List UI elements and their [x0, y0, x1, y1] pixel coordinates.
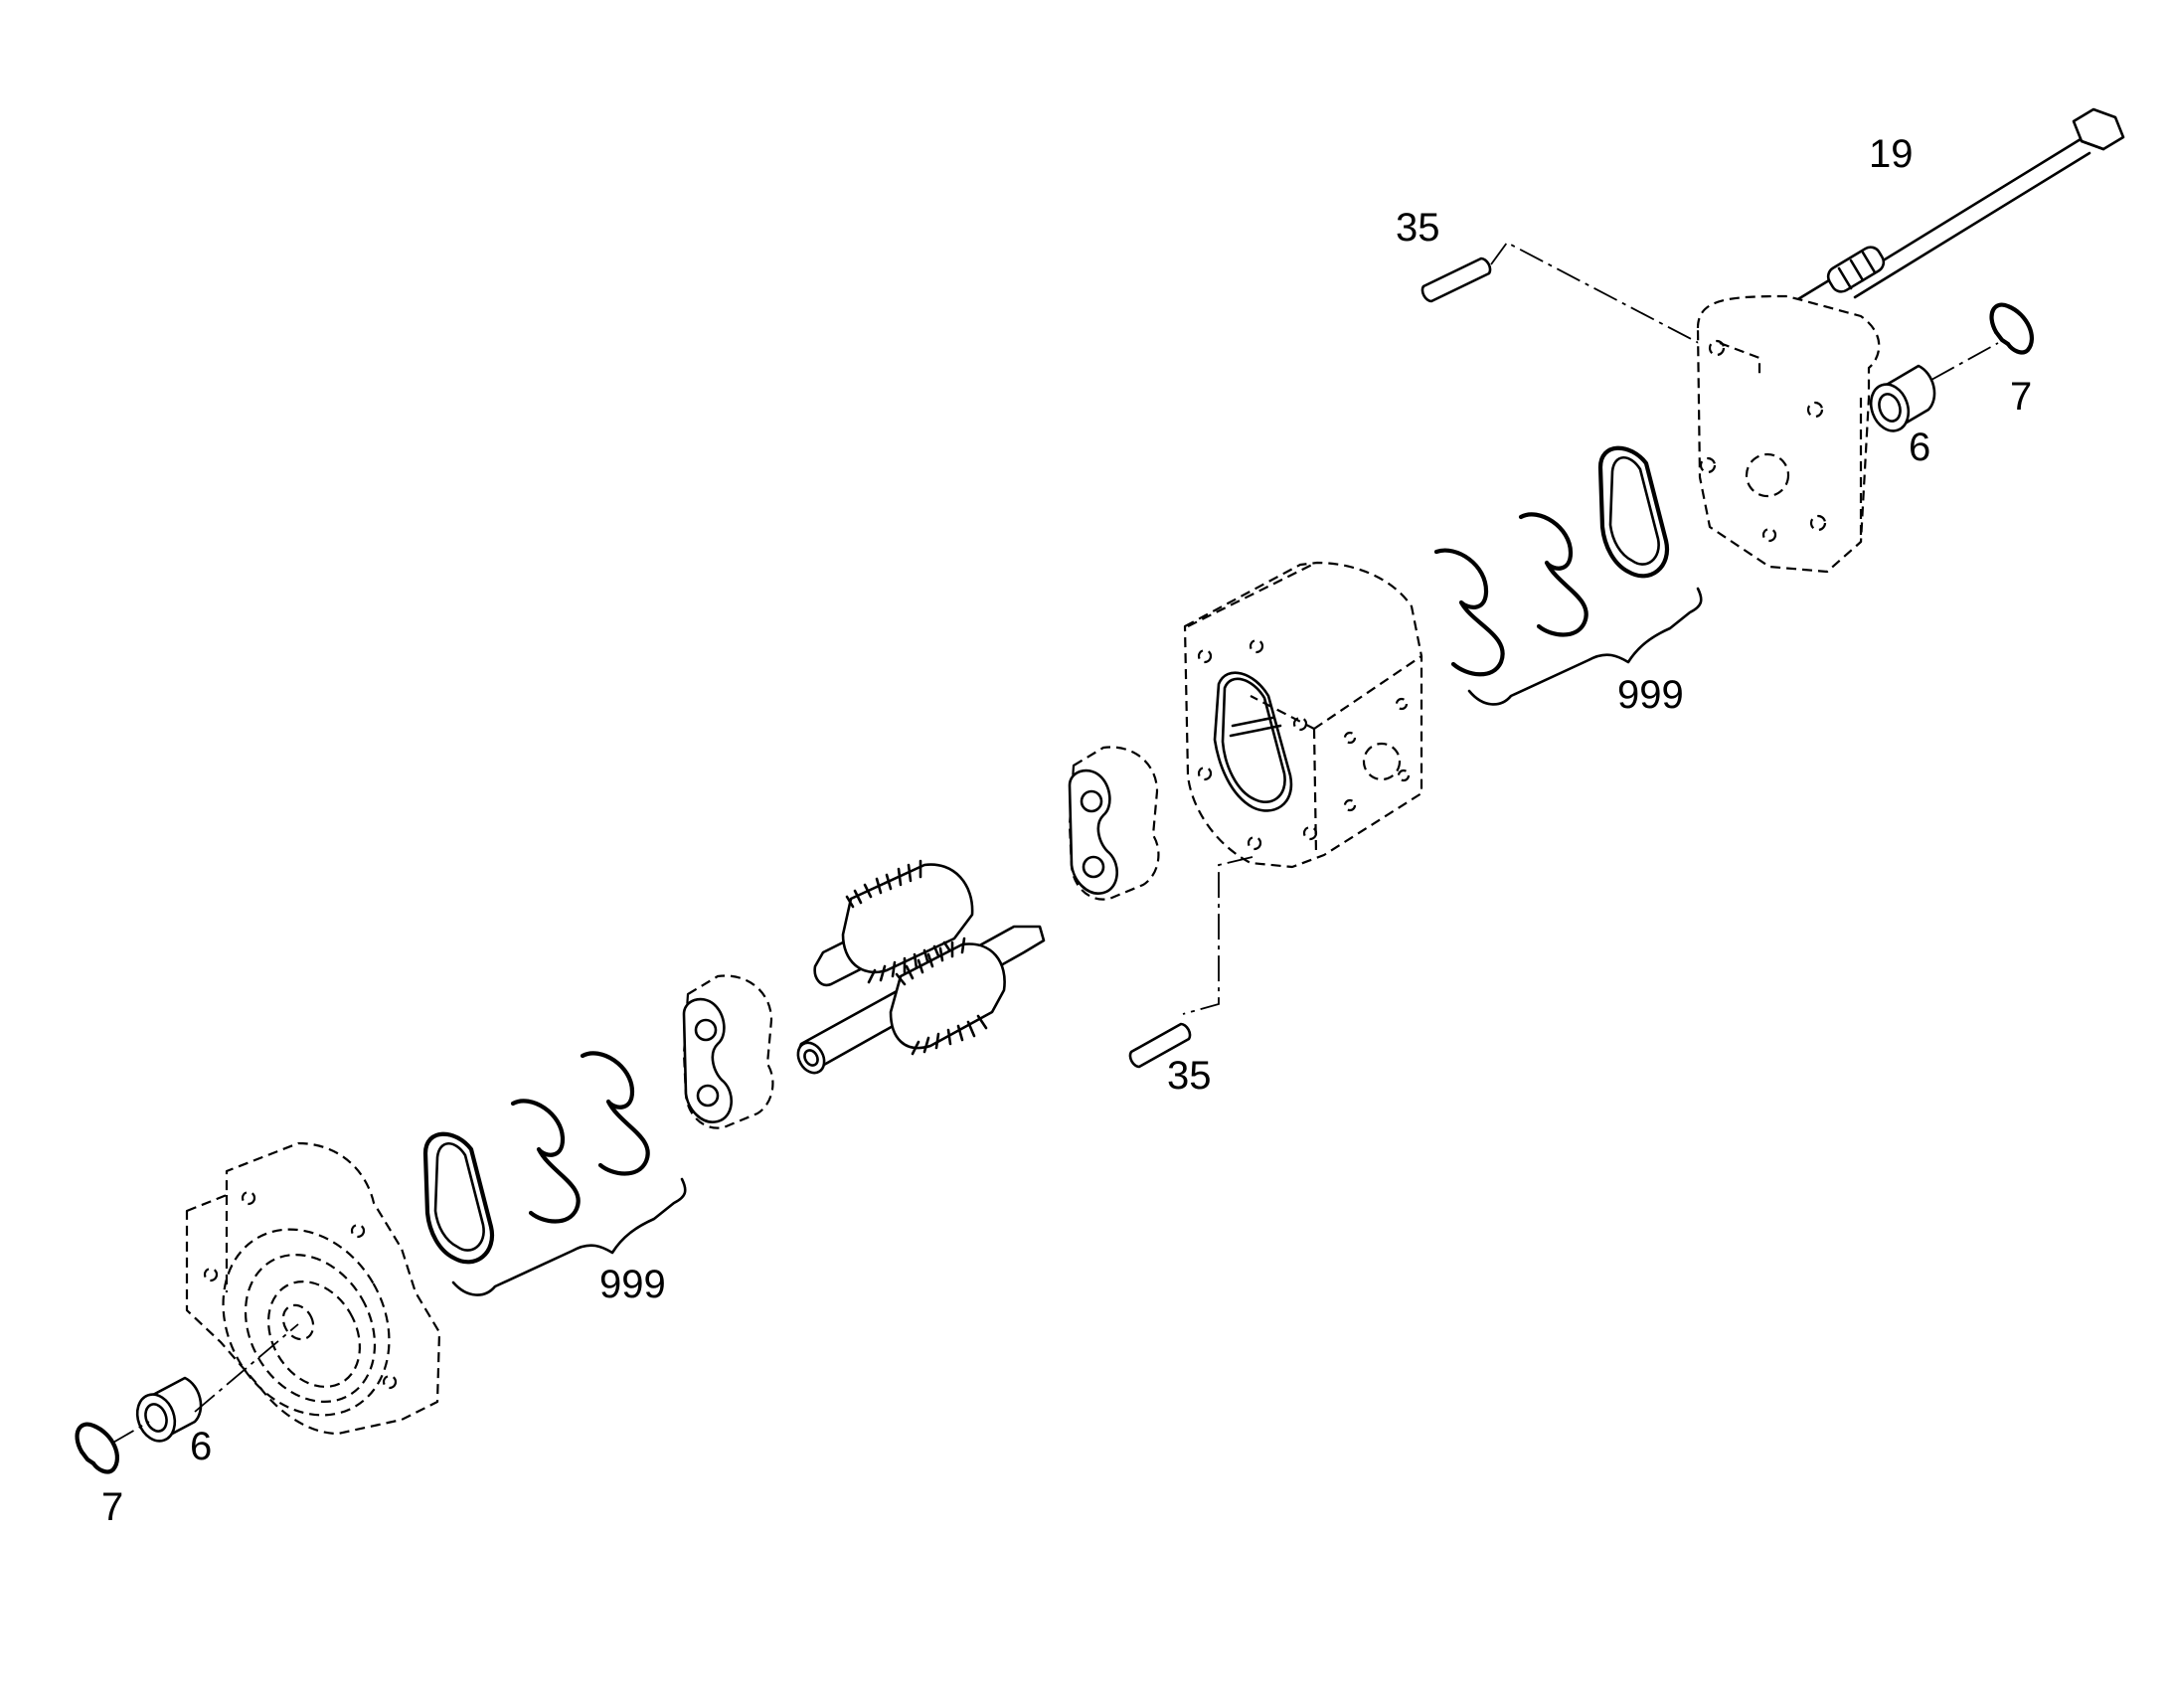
drive-shaft: [796, 925, 1046, 1075]
callout-bearing-left: 6: [190, 1425, 212, 1468]
callout-dowel-bottom: 35: [1167, 1054, 1212, 1098]
callout-dowel-top: 35: [1396, 206, 1440, 250]
bolt: [1776, 107, 2125, 313]
callout-circlip-right: 7: [2010, 375, 2032, 419]
circlip-left: [75, 1421, 150, 1474]
seal-kit-right: [1433, 445, 1703, 706]
bearing-left: [135, 1323, 299, 1443]
callout-seal-kit-left: 999: [599, 1263, 666, 1306]
bearing-block-right: [1068, 746, 1160, 901]
callout-bolt: 19: [1869, 132, 1914, 176]
rear-cover: [1696, 294, 1881, 574]
front-flange: [185, 1141, 441, 1436]
bearing-right: [1869, 342, 1999, 432]
dowel-pin-bottom: [1128, 1022, 1192, 1069]
callout-bearing-right: 6: [1909, 426, 1930, 469]
callout-circlip-left: 7: [101, 1485, 123, 1529]
driven-gear: [813, 859, 974, 987]
callout-seal-kit-right: 999: [1617, 673, 1684, 717]
pump-housing: [1182, 561, 1423, 1015]
bearing-block-left: [682, 974, 774, 1129]
seal-kit-left: [422, 1051, 687, 1296]
circlip-right: [1989, 302, 2034, 355]
dowel-pin-top: [1421, 241, 1719, 354]
